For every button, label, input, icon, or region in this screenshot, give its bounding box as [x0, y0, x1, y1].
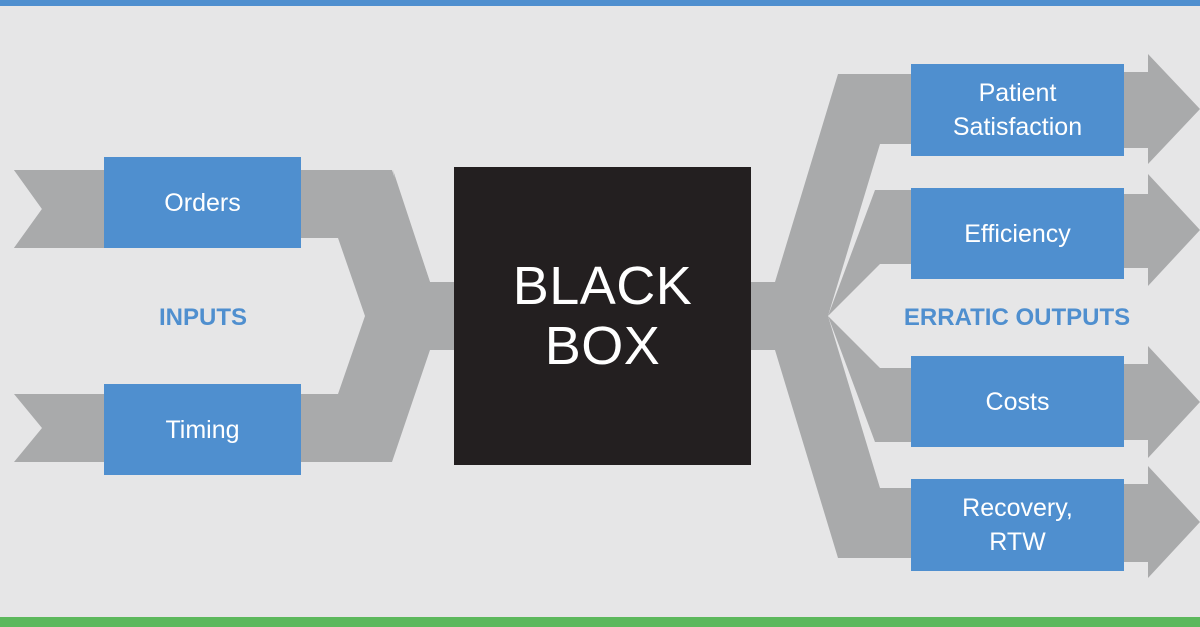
outputs-heading: ERRATIC OUTPUTS — [903, 304, 1131, 331]
output-arrow-efficiency — [1120, 174, 1200, 286]
input-flow-timing — [300, 282, 455, 462]
output-arrow-recovery — [1120, 466, 1200, 578]
input-box-orders: Orders — [104, 157, 301, 248]
output-arrow-patient — [1120, 54, 1200, 164]
output-label-efficiency: Efficiency — [964, 219, 1071, 248]
bottom-accent-bar — [0, 617, 1200, 627]
top-accent-bar — [0, 0, 1200, 6]
output-label-costs: Costs — [985, 387, 1050, 416]
input-tail-timing — [14, 394, 110, 462]
output-flow-mid — [828, 190, 912, 316]
input-label-timing: Timing — [165, 415, 240, 444]
black-box-line1: BLACK — [512, 256, 693, 316]
output-flow-mid2 — [828, 316, 912, 442]
output-box-costs: Costs — [911, 356, 1124, 447]
output-arrow-costs — [1120, 346, 1200, 458]
output-label-patient-satisfaction: Patient Satisfaction — [952, 79, 1083, 141]
output-box-patient-satisfaction: Patient Satisfaction — [911, 64, 1124, 156]
output-flow-trunk — [750, 74, 912, 558]
black-box: BLACK BOX — [454, 167, 751, 465]
black-box-line2: BOX — [544, 316, 661, 376]
output-label-recovery-rtw: Recovery, RTW — [962, 494, 1073, 556]
output-box-recovery-rtw: Recovery, RTW — [911, 479, 1124, 571]
output-box-efficiency: Efficiency — [911, 188, 1124, 279]
inputs-heading: INPUTS — [158, 304, 248, 331]
input-tail-orders — [14, 170, 110, 248]
input-box-timing: Timing — [104, 384, 301, 475]
input-label-orders: Orders — [164, 188, 241, 217]
